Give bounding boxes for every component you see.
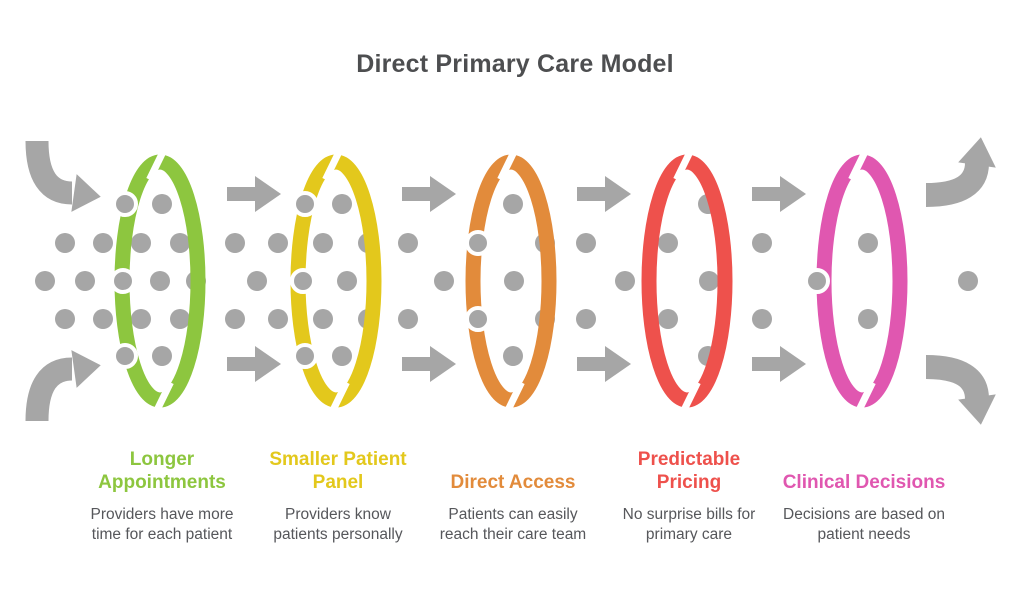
arrow-right-icon xyxy=(752,346,806,382)
patient-dot xyxy=(55,233,75,253)
patient-dot xyxy=(658,309,678,329)
arrow-right-icon xyxy=(577,346,631,382)
patient-dot-highlight xyxy=(290,268,316,294)
patient-dot xyxy=(225,233,245,253)
patient-dot xyxy=(332,346,352,366)
arrow-right-icon xyxy=(752,176,806,212)
patient-dot xyxy=(313,309,333,329)
patient-dot xyxy=(752,309,772,329)
step-caption-smaller-patient-panel: Smaller Patient Panel Providers know pat… xyxy=(253,440,423,545)
patient-dot xyxy=(503,346,523,366)
patient-dot xyxy=(398,309,418,329)
step-label: Longer Appointments xyxy=(98,449,226,493)
patient-dot xyxy=(152,194,172,214)
patient-dot xyxy=(858,309,878,329)
patient-dot xyxy=(131,309,151,329)
patient-dot xyxy=(337,271,357,291)
patient-dot-highlight xyxy=(465,230,491,256)
step-caption-direct-access: Direct Access Patients can easily reach … xyxy=(428,440,598,545)
patient-dot-highlight xyxy=(112,191,138,217)
patient-dot xyxy=(268,309,288,329)
entry-arrow-top-icon xyxy=(25,140,101,212)
step-label: Smaller Patient Panel xyxy=(269,449,407,493)
exit-arrow-top-icon xyxy=(925,137,996,207)
patient-dot xyxy=(699,271,719,291)
patient-dot-highlight xyxy=(292,343,318,369)
patient-dot xyxy=(55,309,75,329)
patient-dot-highlight xyxy=(465,306,491,332)
patient-dot xyxy=(576,309,596,329)
patient-dots-on-rings xyxy=(110,191,830,369)
patient-dot xyxy=(434,271,454,291)
patient-dot xyxy=(858,233,878,253)
step-label: Direct Access xyxy=(450,472,576,493)
arrow-right-icon xyxy=(402,346,456,382)
step-caption-clinical-decisions: Clinical Decisions Decisions are based o… xyxy=(779,440,949,545)
arrow-right-icon xyxy=(227,346,281,382)
step-ring-clinical-decisions xyxy=(816,134,908,428)
patient-dot-highlight xyxy=(292,191,318,217)
patient-dot xyxy=(268,233,288,253)
patient-dot xyxy=(615,271,635,291)
entry-arrow-bottom-icon xyxy=(25,350,101,422)
patient-dot xyxy=(93,309,113,329)
patient-dot xyxy=(398,233,418,253)
patient-dot xyxy=(658,233,678,253)
arrow-right-icon xyxy=(227,176,281,212)
patient-dot xyxy=(332,194,352,214)
patient-dot xyxy=(75,271,95,291)
patient-dot xyxy=(170,309,190,329)
patient-dot xyxy=(170,233,190,253)
patient-dot-highlight xyxy=(112,343,138,369)
step-description: No surprise bills for primary care xyxy=(622,506,756,543)
page-title: Direct Primary Care Model xyxy=(356,50,674,78)
step-description: Providers know patients personally xyxy=(273,506,403,543)
arrow-right-icon xyxy=(577,176,631,212)
exit-arrow-bottom-icon xyxy=(925,355,996,425)
step-label: Clinical Decisions xyxy=(782,472,946,493)
patient-dot xyxy=(313,233,333,253)
patient-dot xyxy=(225,309,245,329)
arrow-right-icon xyxy=(402,176,456,212)
patient-dot xyxy=(752,233,772,253)
patient-dot xyxy=(958,271,978,291)
patient-dot xyxy=(93,233,113,253)
patient-dot xyxy=(152,346,172,366)
step-description: Providers have more time for each patien… xyxy=(90,506,234,543)
patient-dot xyxy=(131,233,151,253)
patient-dot xyxy=(504,271,524,291)
patient-dot xyxy=(35,271,55,291)
step-caption-longer-appointments: Longer Appointments Providers have more … xyxy=(77,440,247,545)
step-ring-direct-access xyxy=(465,134,557,428)
patient-dot xyxy=(247,271,267,291)
patient-dot xyxy=(150,271,170,291)
flow-arrows xyxy=(25,137,996,425)
step-ring-predictable-pricing xyxy=(641,134,733,428)
patient-dot xyxy=(576,233,596,253)
step-caption-predictable-pricing: Predictable Pricing No surprise bills fo… xyxy=(604,440,774,545)
step-description: Decisions are based on patient needs xyxy=(783,506,945,543)
step-description: Patients can easily reach their care tea… xyxy=(439,506,587,543)
patient-dot-highlight xyxy=(110,268,136,294)
patient-dot xyxy=(503,194,523,214)
patient-dot-highlight xyxy=(804,268,830,294)
step-label: Predictable Pricing xyxy=(637,449,741,493)
